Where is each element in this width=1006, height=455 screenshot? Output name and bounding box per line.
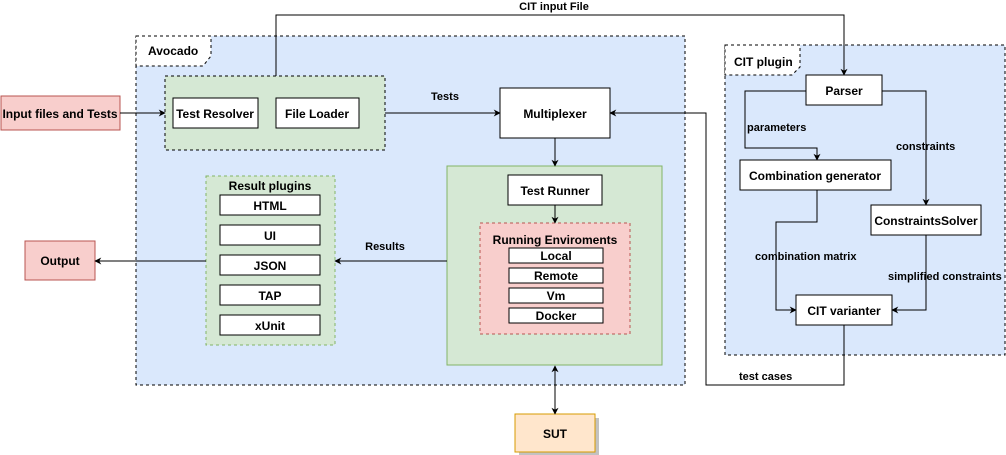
env-local: Local [540,249,571,263]
constraints-solver-label: ConstraintsSolver [874,214,978,228]
edge-simplified-constraints [891,235,927,314]
sut-label: SUT [543,427,568,441]
result-plugin-xunit: xUnit [255,319,285,333]
edge-parser-constraints [882,90,930,206]
test-runner-label: Test Runner [520,184,589,198]
cit-varianter-node: CIT varianter [795,294,893,326]
env-vm: Vm [547,289,566,303]
constraints-solver-node: ConstraintsSolver [870,204,982,236]
env-remote: Remote [534,269,578,283]
file-loader-label: File Loader [285,107,349,121]
combination-generator-node: Combination generator [739,159,892,191]
edge-label-test-cases: test cases [739,371,792,383]
result-plugin-tap: TAP [258,289,281,303]
input-files-label: Input files and Tests [2,107,117,121]
result-plugin-html: HTML [253,199,286,213]
multiplexer-node: Multiplexer [499,87,611,139]
result-plugin-json: JSON [254,259,287,273]
edges [94,14,930,415]
running-environments-group: Running Enviroments Local Remote Vm Dock… [479,222,631,335]
output-label: Output [40,254,79,268]
combination-generator-label: Combination generator [749,169,881,183]
running-environments-title: Running Enviroments [493,233,618,247]
test-resolver-node: Test Resolver [172,97,259,129]
edge-label-constraints: constraints [896,141,955,153]
input-files-node: Input files and Tests [0,95,121,131]
parser-node: Parser [805,74,883,106]
result-plugins-title: Result plugins [229,179,312,193]
cit-varianter-label: CIT varianter [807,304,881,318]
parser-label: Parser [825,84,863,98]
edge-cit-input-file [275,14,848,76]
edge-test-cases [609,109,845,386]
sut-node: SUT [514,413,599,455]
result-plugin-ui: UI [264,229,276,243]
edge-label-cit-input-file: CIT input File [519,1,589,13]
edge-parser-parameters [744,90,821,161]
edge-label-combination-matrix: combination matrix [755,251,857,263]
cit-plugin-title: CIT plugin [734,55,793,69]
edge-label-tests: Tests [431,91,459,103]
test-resolver-label: Test Resolver [176,107,254,121]
result-plugins-group: Result plugins HTML UI JSON TAP xUnit [205,175,336,346]
avocado-title: Avocado [148,44,198,58]
edge-label-parameters: parameters [747,122,806,134]
edge-combination-matrix [775,190,818,314]
env-docker: Docker [536,309,577,323]
multiplexer-label: Multiplexer [523,107,587,121]
output-node: Output [24,240,96,281]
file-loader-node: File Loader [275,97,360,129]
test-runner-node: Test Runner [507,174,603,206]
edge-label-simplified-constraints: simplified constraints [888,271,1002,283]
edge-label-results: Results [365,241,405,253]
